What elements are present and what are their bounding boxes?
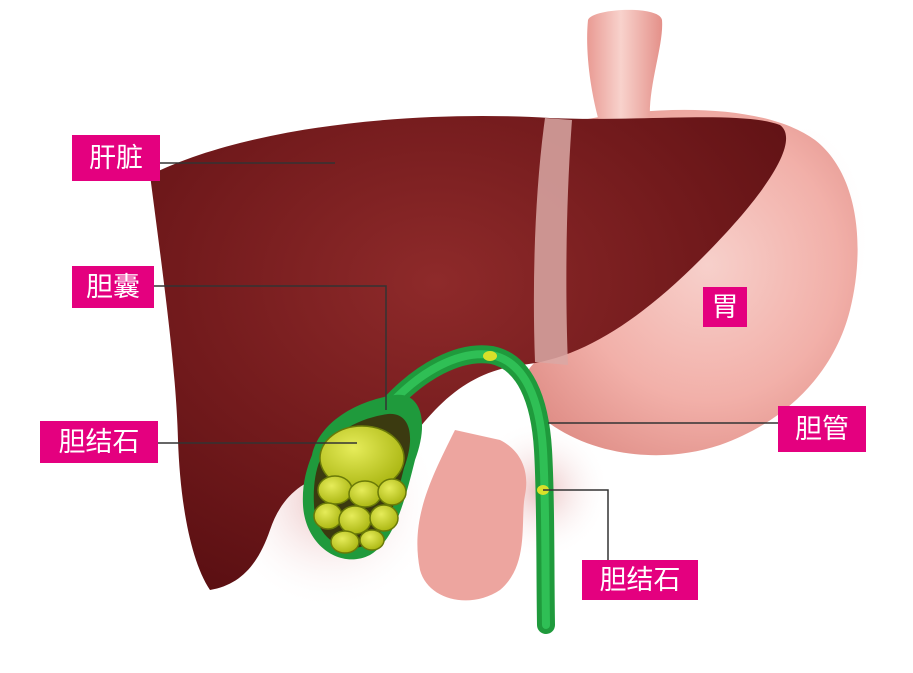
label-gallbladder: 胆囊 [72,266,154,308]
gallstone [317,475,353,505]
label-stomach: 胃 [703,287,747,327]
gallstone [369,504,399,532]
bile-duct-inner [381,350,550,629]
label-bile-duct: 胆管 [778,406,866,452]
label-duct-gallstone: 胆结石 [582,560,698,600]
label-liver: 肝脏 [72,135,160,181]
duct-gallstone-top [483,351,497,361]
gallstone [330,530,360,554]
leader-lines [154,162,778,560]
liver-ligament [533,118,572,365]
duodenum [417,430,527,601]
gallstone [338,505,372,535]
esophagus [587,9,663,125]
label-gallstone: 胆结石 [40,421,158,463]
leader-line-duct-gallstone [543,489,609,560]
gallstone [377,478,407,506]
gallstone [348,480,382,508]
gallstones-cluster [313,425,407,554]
gallstone [313,502,343,530]
leader-line-gallbladder [154,285,387,410]
gallstone [359,529,385,551]
